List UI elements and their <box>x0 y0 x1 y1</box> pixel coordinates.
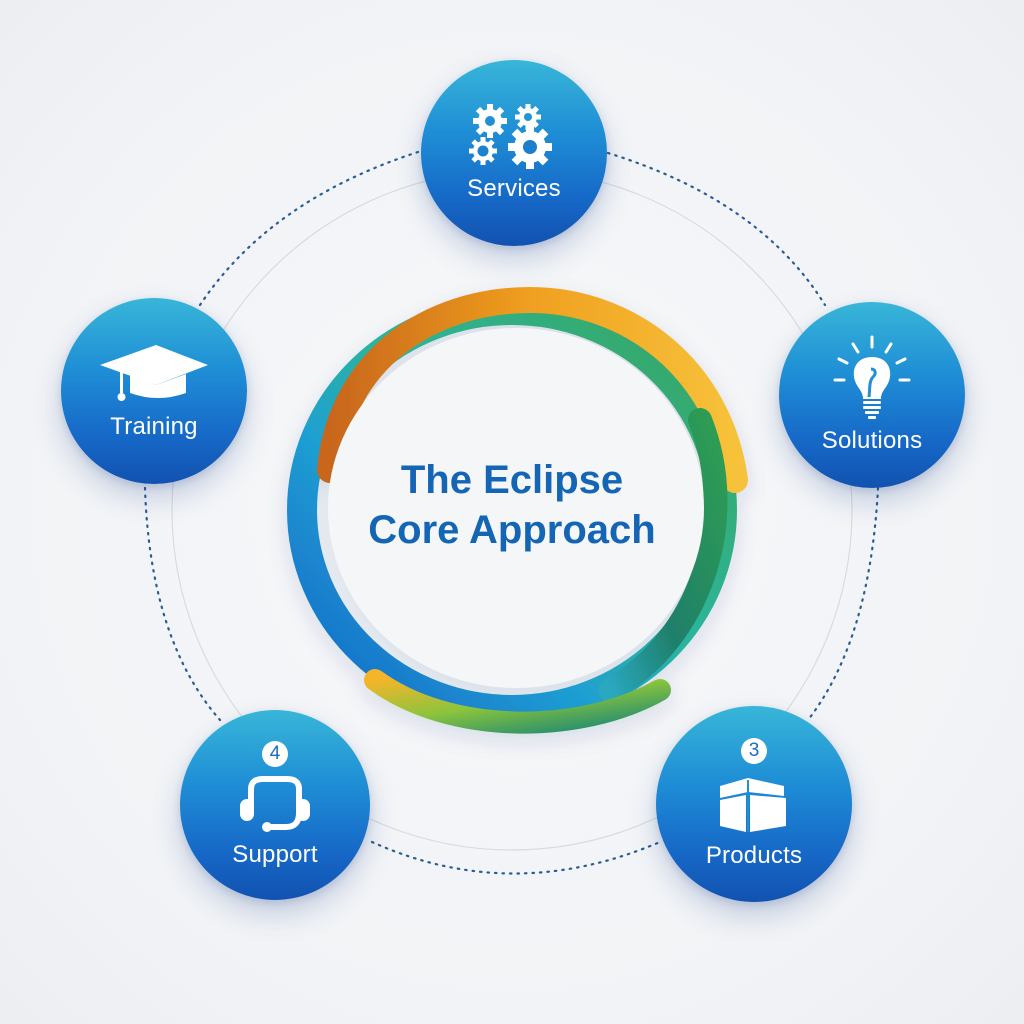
box-icon <box>720 778 786 832</box>
node-label-products: Products <box>705 842 803 869</box>
step-badge-3: 3 <box>741 738 767 764</box>
node-label-services: Services <box>467 175 561 202</box>
node-label-training: Training <box>110 413 198 440</box>
eclipse-ring <box>287 286 748 734</box>
step-badge-4: 4 <box>262 741 288 767</box>
graduation-cap-icon <box>100 345 208 401</box>
lightbulb-icon <box>833 335 911 419</box>
node-label-solutions: Solutions <box>821 427 923 454</box>
headset-icon <box>240 776 310 832</box>
gears-icon <box>469 104 552 169</box>
dotted-connectors <box>143 150 880 875</box>
node-services[interactable]: Services <box>421 60 607 246</box>
node-training[interactable]: Training <box>61 298 247 484</box>
node-solutions[interactable]: Solutions <box>779 302 965 488</box>
center-title-line1: The Eclipse <box>400 458 624 502</box>
node-support[interactable]: 4 Support <box>180 710 370 900</box>
node-label-support: Support <box>232 841 318 868</box>
center-title-line2: Core Approach <box>368 508 656 552</box>
node-products[interactable]: 3 Products <box>656 706 852 902</box>
center-title: The Eclipse Core Approach <box>312 455 712 555</box>
